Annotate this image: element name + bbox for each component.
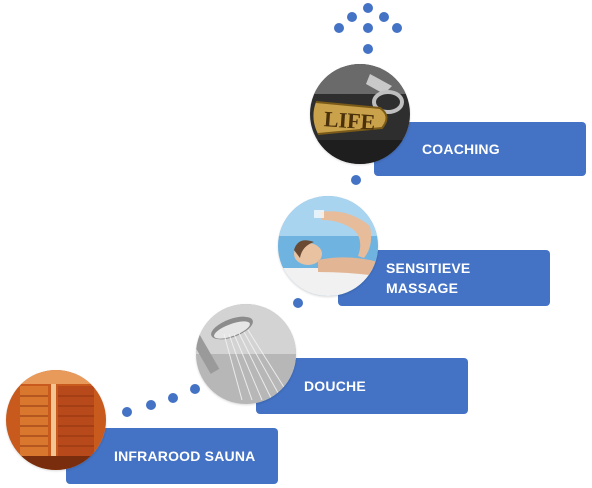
shower-head-photo: [196, 304, 296, 404]
dot: [363, 3, 373, 13]
dot: [190, 384, 200, 394]
step-label-coaching: COACHING: [374, 122, 586, 176]
dot: [146, 400, 156, 410]
dot: [122, 407, 132, 417]
dot: [363, 44, 373, 54]
relaxing-woman-photo: [278, 196, 378, 296]
dot: [379, 12, 389, 22]
life-keychain-text: LIFE: [323, 106, 376, 135]
dot: [363, 23, 373, 33]
dot: [347, 12, 357, 22]
dot: [293, 298, 303, 308]
dot: [351, 175, 361, 185]
dot: [334, 23, 344, 33]
infrared-sauna-photo: [6, 370, 106, 470]
life-keychain-photo: LIFE: [310, 64, 410, 164]
dot: [168, 393, 178, 403]
dot: [392, 23, 402, 33]
